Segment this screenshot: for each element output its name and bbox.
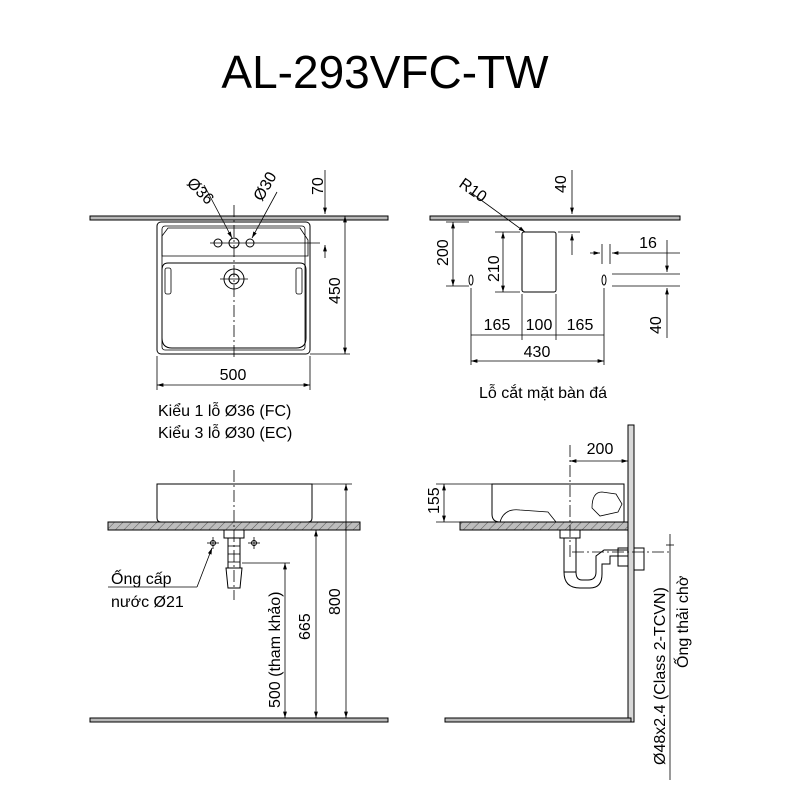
- dia-30-label: Ø30: [251, 169, 281, 204]
- basin-inner-rim: [161, 225, 306, 351]
- dim-500: 500: [220, 367, 247, 384]
- countertop-top: [89, 215, 389, 221]
- cutout-rect: [521, 231, 557, 293]
- cutout-view: R10 40 200 210 165 100 165 430 16: [429, 170, 681, 402]
- front-view: Ống cấp nước Ø21 500 (tham khảo) 665 800: [89, 470, 389, 723]
- supply-left-icon: [207, 537, 219, 549]
- radius-label: R10: [456, 175, 490, 206]
- side-basin: [491, 483, 625, 523]
- top-view: Ø36 Ø30 70 450 500 Kiểu 1 lỗ Ø36 (FC) Ki…: [89, 169, 389, 442]
- dim-100: 100: [526, 317, 553, 334]
- dim-210: 210: [486, 255, 503, 282]
- dim-155: 155: [426, 487, 443, 514]
- dim-500-ref: 500 (tham khảo): [267, 591, 284, 708]
- basin-outline: [156, 221, 311, 355]
- dim-665: 665: [297, 613, 314, 640]
- supply-right-icon: [248, 537, 260, 549]
- supply-label-2: nước Ø21: [111, 594, 184, 611]
- dim-70: 70: [310, 177, 327, 195]
- front-basin: [156, 483, 313, 523]
- cutout-hole-left: [468, 274, 474, 286]
- wall: [627, 424, 635, 723]
- side-floor: [444, 717, 632, 723]
- dim-800: 800: [327, 588, 344, 615]
- note-1-hole: Kiểu 1 lỗ Ø36 (FC): [158, 401, 291, 420]
- dim-16: 16: [639, 235, 657, 252]
- front-floor: [89, 717, 389, 723]
- dim-40-top: 40: [553, 175, 570, 193]
- basin-bowl: [161, 262, 307, 349]
- dim-40-right: 40: [648, 316, 665, 334]
- dia-36-label: Ø36: [183, 175, 216, 208]
- dim-200-cutout: 200: [435, 239, 452, 266]
- supply-label-1: Ống cấp: [111, 568, 172, 588]
- note-3-holes: Kiểu 3 lỗ Ø30 (EC): [158, 423, 292, 442]
- drain-pipe-label: Ống thải chờ: [672, 575, 692, 668]
- model-title: AL-293VFC-TW: [221, 46, 549, 98]
- dim-165-left: 165: [484, 317, 511, 334]
- drain-pipe-spec: Ø48x2.4 (Class 2-TCVN): [652, 587, 669, 765]
- dim-165-right: 165: [567, 317, 594, 334]
- dim-200-side: 200: [587, 441, 614, 458]
- side-countertop: [459, 521, 629, 531]
- cutout-hole-right: [601, 274, 607, 286]
- side-view: 200 155 Ø48x2.4 (Class 2-TCVN) Ống thải …: [426, 424, 692, 780]
- cutout-caption: Lỗ cắt mặt bàn đá: [479, 383, 607, 402]
- dim-430: 430: [524, 344, 551, 361]
- dim-450: 450: [327, 277, 344, 304]
